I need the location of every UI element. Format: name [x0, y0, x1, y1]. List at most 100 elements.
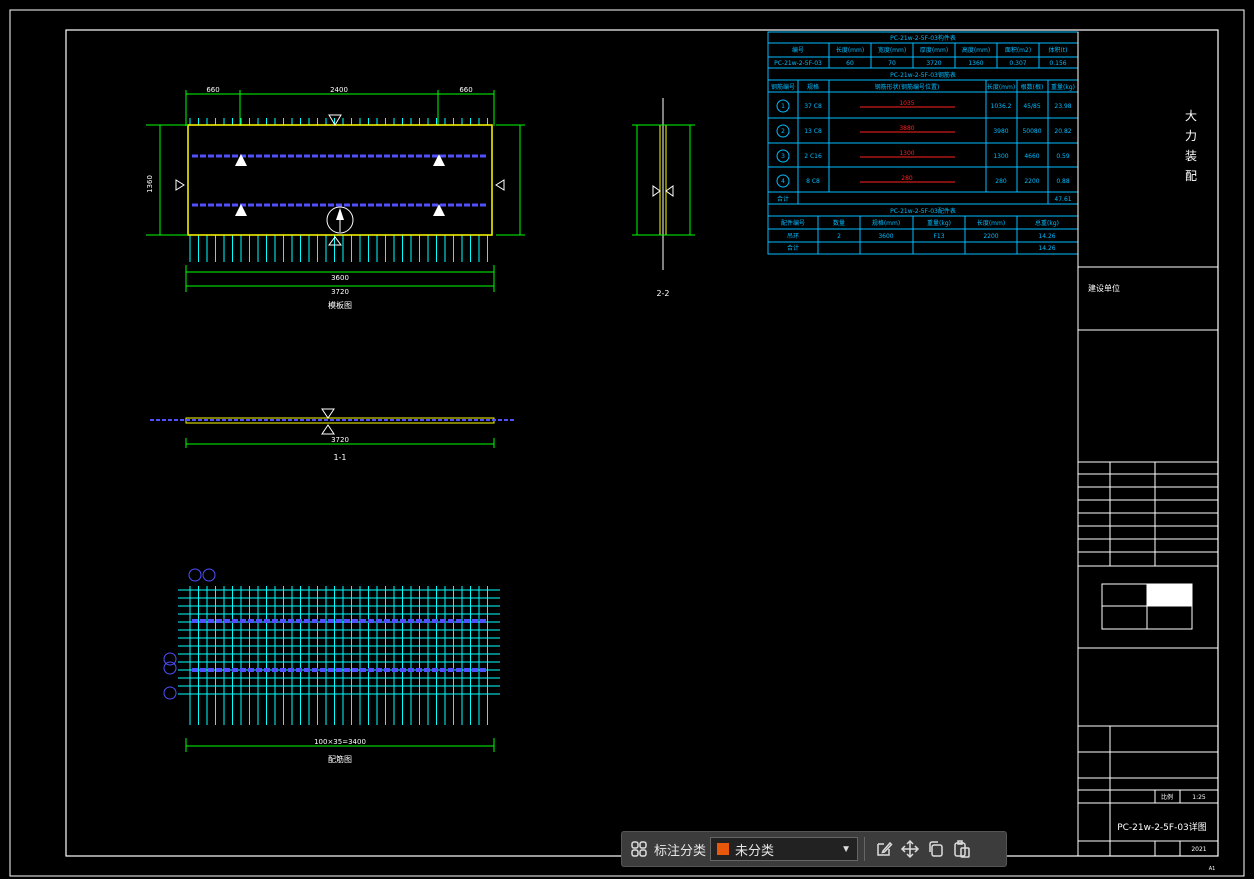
table-cell: 钢筋编号 — [771, 83, 795, 91]
plan-view: 660 2400 660 1360 3600 3720 模板图 — [146, 86, 525, 310]
table-cell: 配件编号 — [781, 219, 805, 227]
table-cell: 50080 — [1022, 128, 1041, 135]
table-cell: 1 — [781, 103, 785, 110]
slab-outline — [187, 124, 493, 236]
table-cell: PC-21w-2-5F-03 — [774, 60, 822, 67]
rebar-marker — [776, 174, 790, 188]
year: 2021 — [1191, 846, 1206, 853]
table-cell: 3600 — [878, 233, 893, 240]
table-cell: 面积(m2) — [1005, 46, 1031, 54]
table-cell: 60 — [846, 60, 854, 67]
rebar-shape-label: 1300 — [899, 150, 914, 157]
table-cell: 钢筋形状(钢筋编号位置) — [875, 83, 940, 91]
drawing-number: PC-21w-2-5F-03详图 — [1117, 821, 1207, 833]
section-2-2: 2-2 — [632, 98, 695, 298]
table-cell: 4660 — [1024, 153, 1039, 160]
plan-label: 模板图 — [328, 300, 352, 310]
edit-icon[interactable] — [871, 836, 897, 862]
chevron-down-icon: ▼ — [841, 843, 852, 855]
inner-frame — [65, 29, 1219, 857]
table-cell: 0.59 — [1056, 153, 1070, 160]
outer-frame — [9, 9, 1245, 877]
table-cell: F13 — [933, 233, 944, 240]
rebar-shape-label: 3880 — [899, 125, 914, 132]
dim-side-left: 660 — [206, 86, 219, 94]
table-cell: 根数(根) — [1021, 83, 1044, 91]
table-cell: 37 C8 — [804, 103, 822, 110]
table-cell: 合计 — [777, 195, 789, 203]
dim-height: 1360 — [146, 175, 154, 193]
table-cell: 长度(mm) — [836, 46, 864, 54]
table-cell: 70 — [888, 60, 896, 67]
rebar-marker — [776, 149, 790, 163]
table-cell: 14.26 — [1038, 233, 1055, 240]
scale-label: 比例 — [1161, 793, 1173, 801]
grid-icon[interactable] — [626, 836, 652, 862]
table-cell: 0.88 — [1056, 178, 1070, 185]
rebar-marker — [776, 124, 790, 138]
section-22-label: 2-2 — [656, 289, 669, 298]
table-cell: 14.26 — [1038, 245, 1055, 252]
table-cell: 规格 — [807, 83, 819, 91]
title-block — [1077, 32, 1218, 856]
table-cell: 数量 — [833, 219, 845, 227]
table-cell: 280 — [995, 178, 1007, 185]
table-cell: 3 — [781, 153, 785, 160]
title-char-2: 力 — [1185, 129, 1197, 143]
unit-label: 建设单位 — [1088, 283, 1120, 293]
table-cell: 总重(kg) — [1035, 219, 1059, 227]
annotation-toolbar: 标注分类 未分类 ▼ — [621, 831, 1007, 867]
table-cell: 1360 — [968, 60, 983, 67]
table-cell: 1036.2 — [991, 103, 1012, 110]
title-block-text: 大 力 装 配 建设单位 PC-21w-2-5F-03详图 比例 1:25 20… — [1088, 109, 1215, 872]
table-cell: 规格(mm) — [872, 219, 900, 227]
table-cell: 宽度(mm) — [878, 46, 906, 54]
table-cell: 重量(kg) — [927, 219, 951, 227]
scale-value: 1:25 — [1192, 794, 1206, 801]
table-cell: 吊环 — [787, 233, 799, 240]
rebar-shape-label: 1035 — [899, 100, 914, 107]
dim-side-right: 660 — [459, 86, 472, 94]
paste-icon[interactable] — [949, 836, 975, 862]
table-cell: 2200 — [1024, 178, 1039, 185]
table-cell: 2 C16 — [804, 153, 822, 160]
table-cell: 47.61 — [1054, 196, 1071, 203]
table-cell: 厚度(mm) — [920, 46, 948, 54]
table-cell: 重量(kg) — [1051, 83, 1075, 91]
table-cell: 2 — [837, 233, 841, 240]
table3-title: PC-21w-2-5F-03配件表 — [890, 207, 956, 215]
section-11-label: 1-1 — [333, 453, 346, 462]
annotation-category-label: 标注分类 — [654, 842, 707, 858]
section-1-1: 3720 1-1 — [150, 408, 516, 462]
rebar-view: 100×35=3400 配筋图 — [163, 568, 500, 764]
rebar-shape-label: 280 — [901, 175, 913, 182]
section11-dim: 3720 — [331, 436, 349, 444]
title-char-4: 配 — [1185, 169, 1197, 183]
title-char-3: 装 — [1185, 149, 1197, 163]
table2-title: PC-21w-2-5F-03钢筋表 — [890, 71, 956, 79]
table-cell: 长度(mm) — [987, 83, 1015, 91]
table-cell: 2 — [781, 128, 785, 135]
table1-title: PC-21w-2-5F-03构件表 — [890, 34, 956, 42]
plan-dim-inner: 3600 — [331, 274, 349, 282]
table-cell: 45/85 — [1023, 103, 1040, 110]
table-cell: 0.307 — [1009, 60, 1026, 67]
table-cell: 13 C8 — [804, 128, 822, 135]
copy-icon[interactable] — [923, 836, 949, 862]
rebar-dim: 100×35=3400 — [314, 738, 366, 746]
table-cell: 0.156 — [1049, 60, 1066, 67]
move-icon[interactable] — [897, 836, 923, 862]
table-cell: 3720 — [926, 60, 941, 67]
table-cell: 20.82 — [1054, 128, 1071, 135]
sheet-code: A1 — [1209, 866, 1216, 872]
dim-center: 2400 — [330, 86, 348, 94]
plan-dim-total: 3720 — [331, 288, 349, 296]
table-cell: 体积(t) — [1048, 46, 1067, 54]
category-color-swatch — [717, 843, 730, 855]
table-cell: 编号 — [792, 46, 804, 54]
tables: PC-21w-2-5F-03构件表 PC-21w-2-5F-03钢筋表 PC-2… — [767, 31, 1079, 255]
table-cell: 8 C8 — [806, 178, 820, 185]
category-select[interactable]: 未分类 ▼ — [710, 837, 859, 861]
table-cell: 3980 — [993, 128, 1008, 135]
